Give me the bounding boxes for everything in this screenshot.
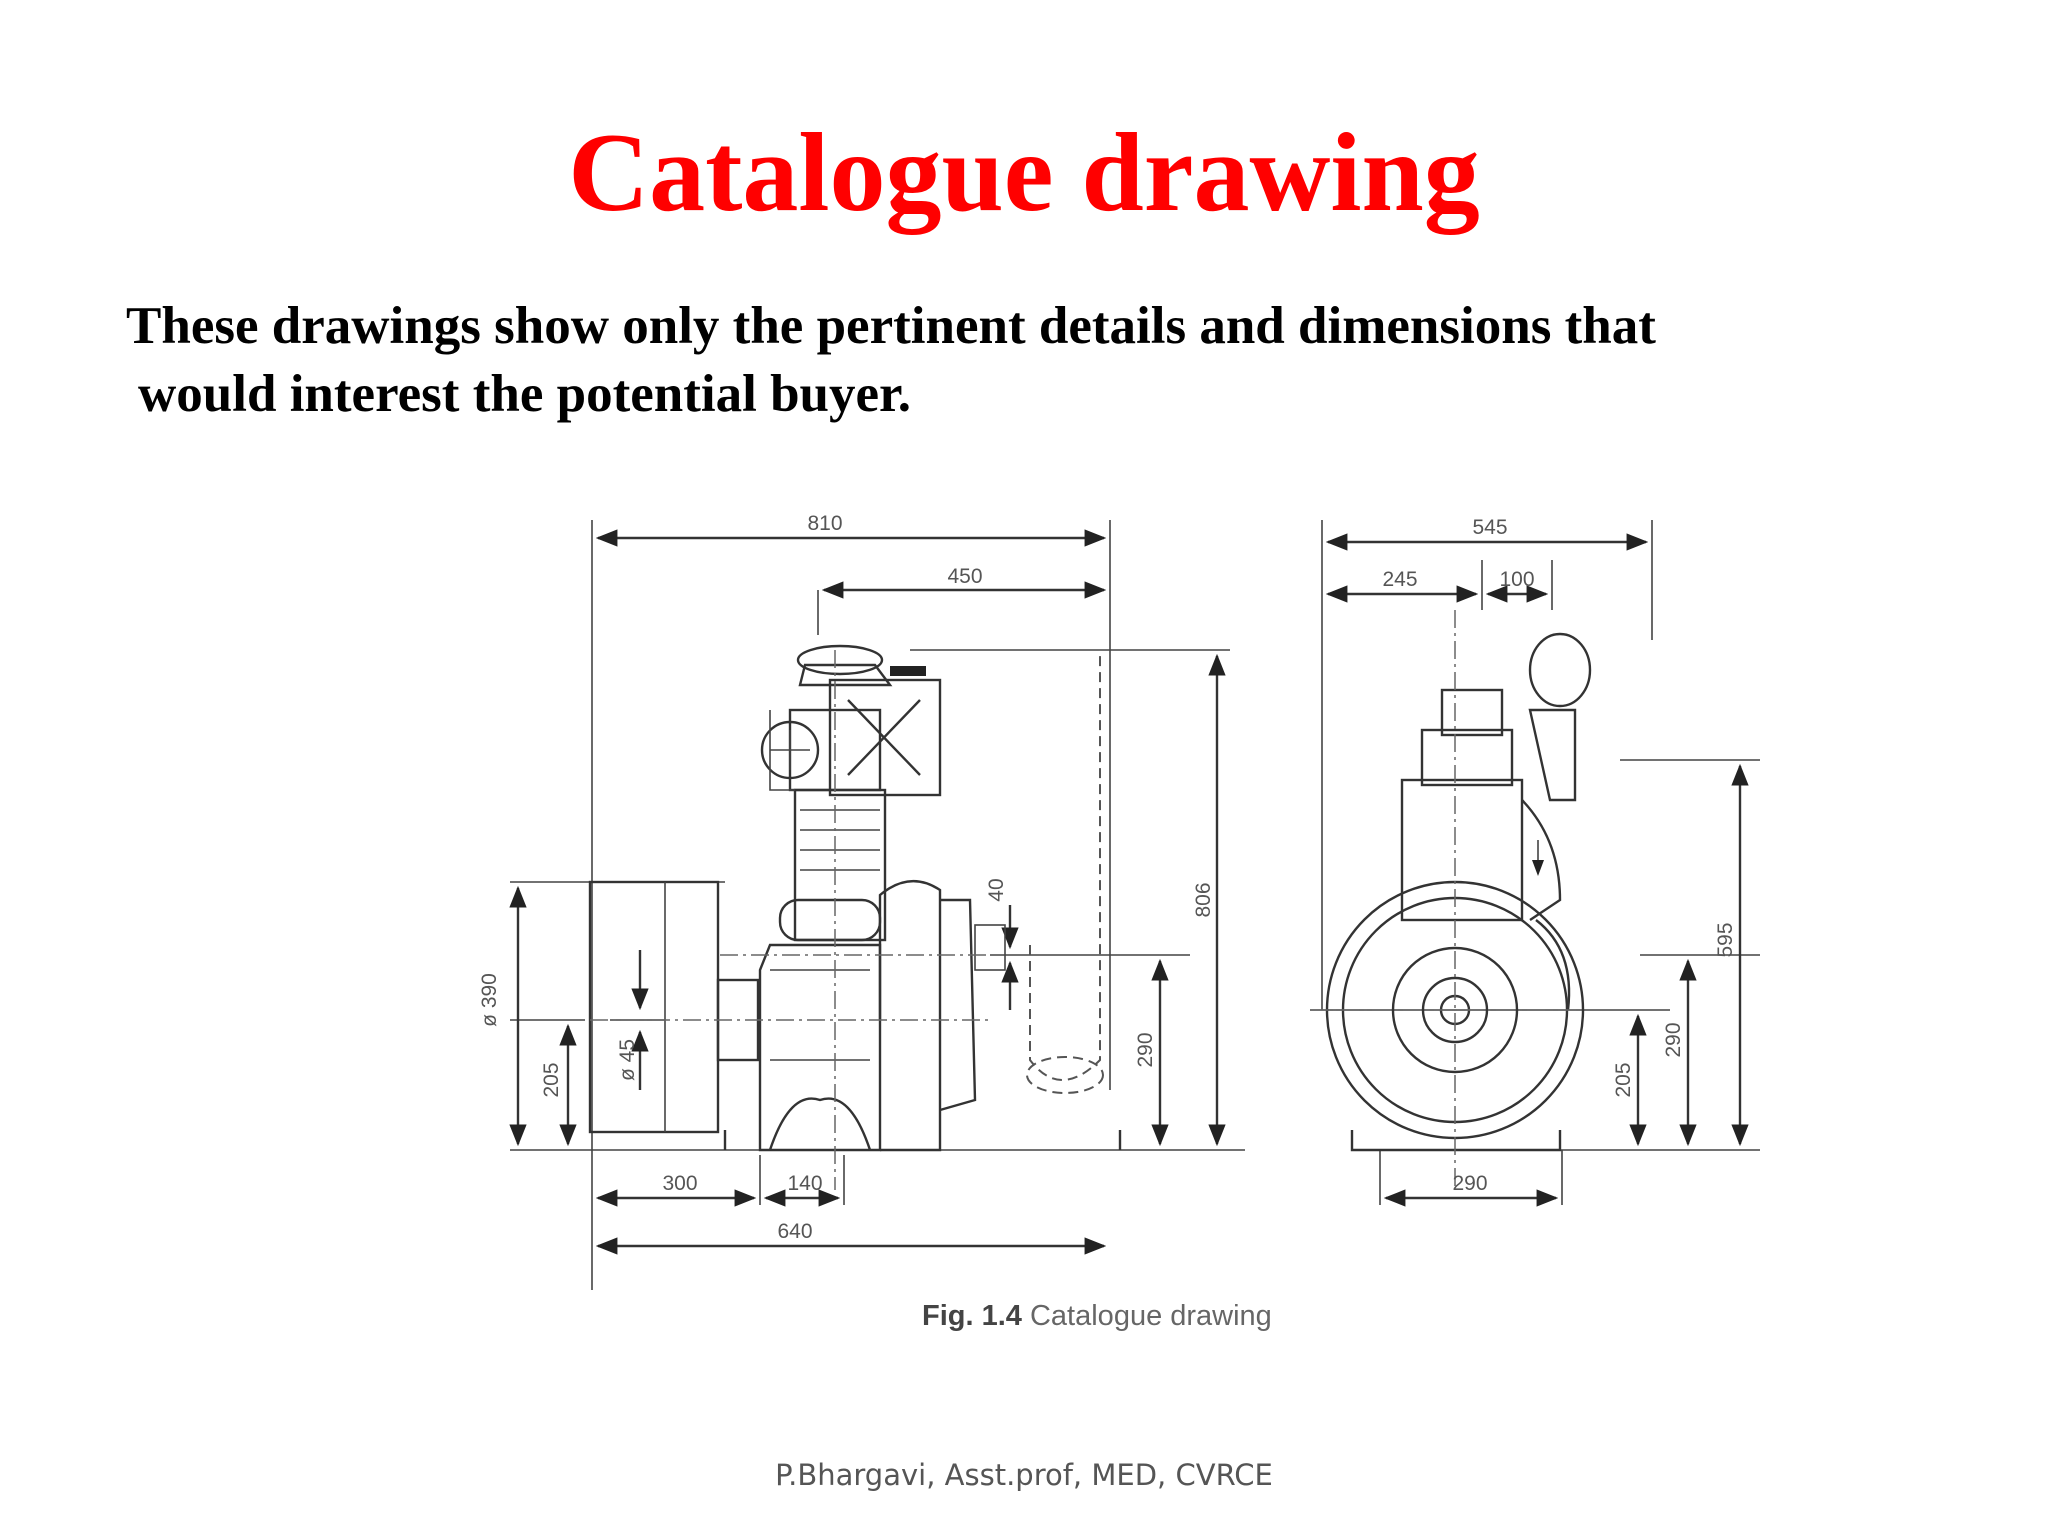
dim-545: 545	[1472, 516, 1507, 539]
dim-40: 40	[985, 878, 1008, 901]
dim-595: 595	[1714, 922, 1737, 957]
dim-290-front: 290	[1134, 1032, 1157, 1067]
figure-number: Fig. 1.4	[922, 1300, 1022, 1332]
dim-140: 140	[787, 1172, 822, 1195]
dim-300: 300	[662, 1172, 697, 1195]
engine-catalogue-drawing: 810 450 806 290 40 ø 390 205 ø 45 300 14…	[470, 500, 1790, 1360]
dim-810: 810	[807, 512, 842, 535]
dim-dia-45: ø 45	[616, 1039, 639, 1081]
dim-245: 245	[1382, 568, 1417, 591]
dim-205-side: 205	[1612, 1062, 1635, 1097]
front-view: 810 450 806 290 40 ø 390 205 ø 45 300 14…	[478, 512, 1245, 1290]
engine-drawing-svg: 810 450 806 290 40 ø 390 205 ø 45 300 14…	[478, 512, 1760, 1290]
slide-title: Catalogue drawing	[568, 111, 1480, 235]
dim-100: 100	[1499, 568, 1534, 591]
dim-dia-390: ø 390	[478, 973, 501, 1027]
dim-806: 806	[1192, 882, 1215, 917]
slide-body-text: These drawings show only the pertinent d…	[126, 292, 1926, 428]
body-line-2: would interest the potential buyer.	[138, 365, 911, 423]
slide-footer: P.Bhargavi, Asst.prof, MED, CVRCE	[775, 1458, 1273, 1492]
figure-caption-text: Catalogue drawing	[1029, 1300, 1272, 1332]
dim-290-base: 290	[1452, 1172, 1487, 1195]
dim-450: 450	[947, 565, 982, 588]
body-line-1: These drawings show only the pertinent d…	[126, 297, 1656, 355]
side-view: 545 245 100 595 290 205 290	[1310, 516, 1760, 1207]
figure-caption: Fig. 1.4 Catalogue drawing	[922, 1300, 1272, 1333]
dim-205-front: 205	[540, 1062, 563, 1097]
dim-640: 640	[777, 1220, 812, 1243]
dim-290-side: 290	[1662, 1022, 1685, 1057]
